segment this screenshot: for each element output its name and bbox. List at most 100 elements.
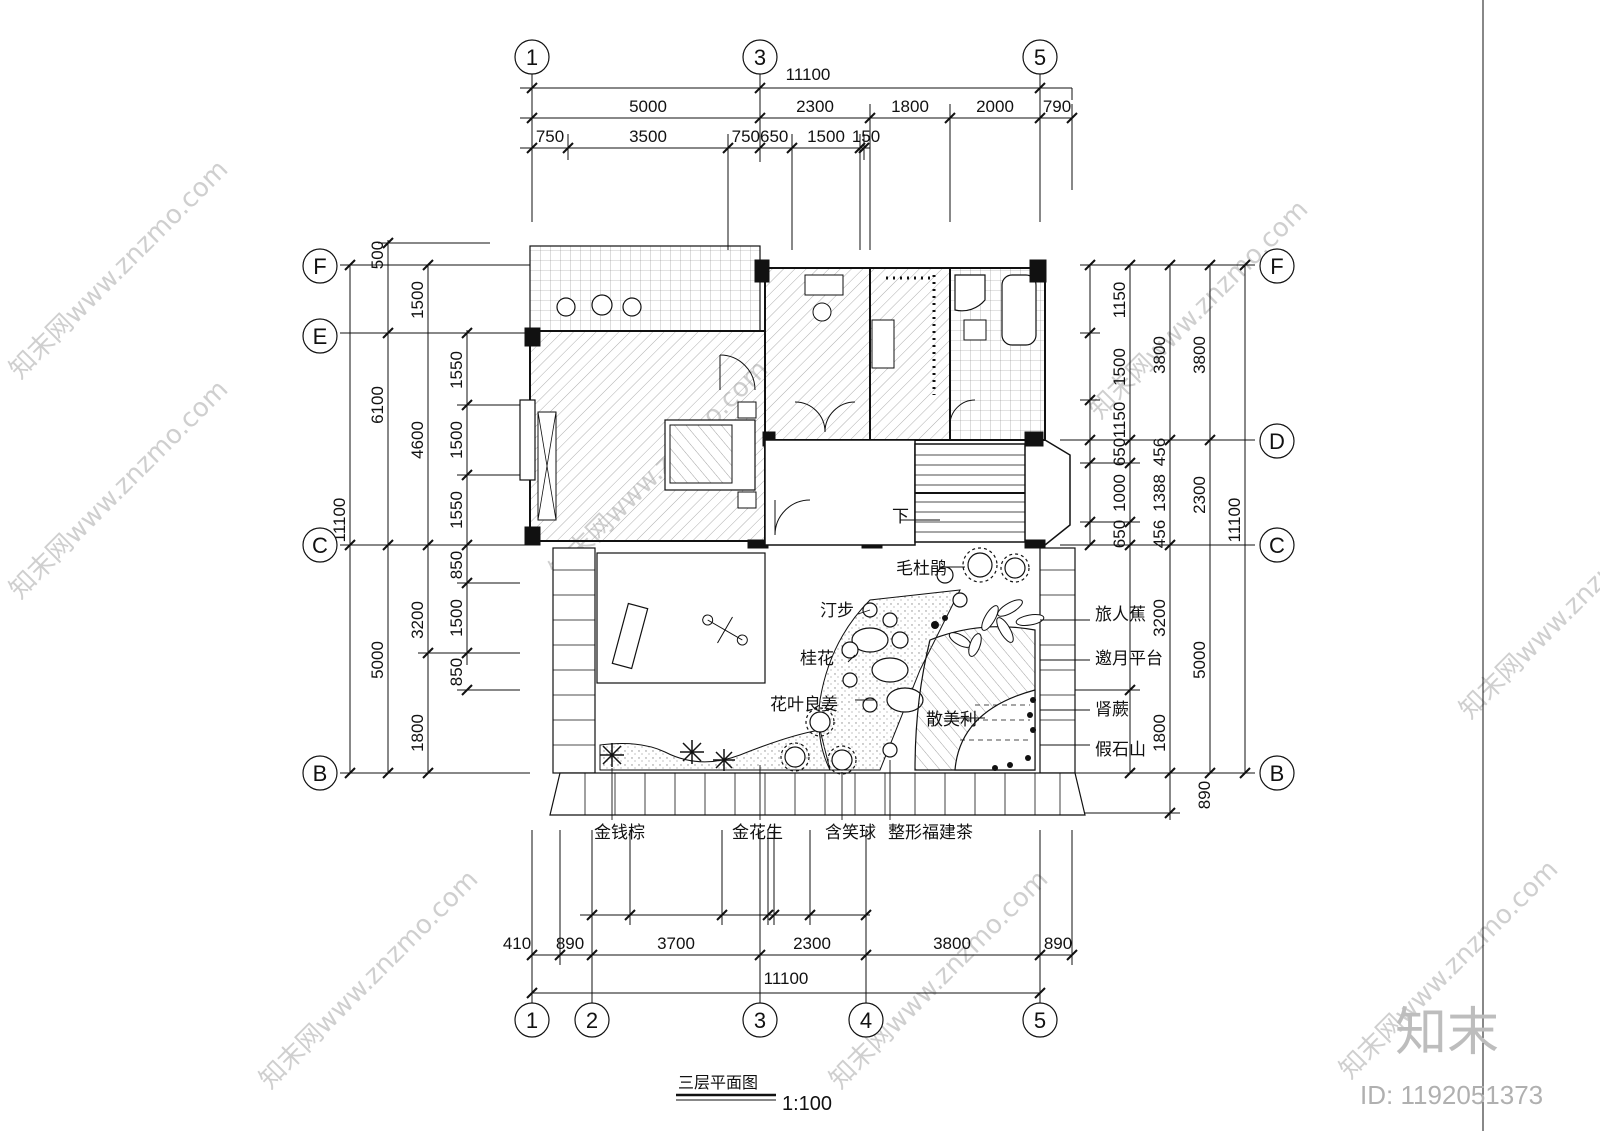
stair-down-label: 下 bbox=[892, 507, 909, 527]
axis-label: 5 bbox=[1034, 45, 1046, 70]
dim: 3800 bbox=[1150, 336, 1169, 374]
building-plan bbox=[519, 245, 1071, 549]
brand-logo: 知末 bbox=[1395, 1003, 1499, 1063]
dim: 850 bbox=[447, 551, 466, 579]
dim: 2300 bbox=[1190, 476, 1209, 514]
dim: 3700 bbox=[657, 934, 695, 953]
travelers-palm bbox=[948, 599, 1045, 657]
dim: 456 bbox=[1150, 438, 1169, 466]
watermark: 知末网www.znzmo.com bbox=[1454, 494, 1600, 725]
dim: 850 bbox=[447, 658, 466, 686]
toilet bbox=[963, 319, 987, 341]
dim: 650 bbox=[1110, 438, 1129, 466]
axis-label: 2 bbox=[586, 1008, 598, 1033]
exercise-bike bbox=[702, 614, 748, 646]
treadmill bbox=[611, 602, 649, 670]
label-maoduojuan: 毛杜鹃 bbox=[896, 559, 947, 579]
watermark: 知末网www.znzmo.com bbox=[824, 864, 1055, 1095]
parapet-right bbox=[1039, 547, 1076, 774]
watermark: 知末网www.znzmo.com bbox=[4, 154, 235, 385]
nightstand bbox=[737, 401, 757, 419]
brand-block: 知末 ID: 1192051373 bbox=[1360, 1003, 1543, 1110]
dim: 890 bbox=[556, 934, 584, 953]
axis-label: 1 bbox=[526, 45, 538, 70]
dim: 890 bbox=[1044, 934, 1072, 953]
label-lvrenjiao: 旅人蕉 bbox=[1095, 605, 1146, 625]
bay-window bbox=[1044, 439, 1071, 546]
dim: 750650 bbox=[732, 127, 789, 146]
top-dim-ticks bbox=[526, 82, 1078, 154]
dim: 3200 bbox=[408, 601, 427, 639]
axis-label: D bbox=[1269, 429, 1285, 454]
top-dimensions bbox=[520, 70, 1073, 250]
left-axis-bubbles: F E C B bbox=[302, 248, 338, 791]
window bbox=[519, 399, 536, 481]
bottom-dim-ticks bbox=[526, 909, 1078, 999]
desk bbox=[804, 274, 844, 296]
bottom-dimensions bbox=[531, 830, 1073, 1003]
stepping-stone bbox=[851, 627, 889, 653]
axis-label: C bbox=[1269, 533, 1285, 558]
dim: 1500 bbox=[807, 127, 845, 146]
shower bbox=[954, 274, 986, 312]
garden-labels: 毛杜鹃 汀步 桂花 花叶良姜 散美利 旅人蕉 邀月平台 肾蕨 假石山 金钱棕 金… bbox=[594, 559, 1163, 843]
axis-label: F bbox=[1270, 254, 1283, 279]
label-shenjue: 肾蕨 bbox=[1095, 700, 1129, 720]
dim: 6100 bbox=[368, 386, 387, 424]
dim: 3800 bbox=[1190, 336, 1209, 374]
dim: 1000 bbox=[1110, 474, 1129, 512]
axis-label: 4 bbox=[860, 1008, 872, 1033]
dim: 410 bbox=[503, 934, 531, 953]
hallway bbox=[764, 439, 916, 546]
dim: 3500 bbox=[629, 127, 667, 146]
fern-dots bbox=[931, 615, 1036, 771]
dim-overall: 11100 bbox=[764, 969, 809, 988]
roof-garden bbox=[549, 547, 1090, 820]
left-dim-ticks bbox=[344, 237, 473, 779]
axis-label: 3 bbox=[754, 1008, 766, 1033]
dim: 1800 bbox=[891, 97, 929, 116]
drawing-title: 三层平面图 bbox=[678, 1073, 758, 1092]
label-jiashishan: 假石山 bbox=[1095, 740, 1146, 760]
dresser bbox=[871, 319, 895, 369]
fan-palms bbox=[600, 740, 735, 771]
dim: 1388 bbox=[1150, 474, 1169, 512]
dim: 1500 bbox=[1110, 348, 1129, 386]
stepping-stone bbox=[871, 657, 909, 683]
top-axis-bubbles: 1 3 5 bbox=[514, 39, 1058, 75]
dim: 2300 bbox=[793, 934, 831, 953]
dim-overall: 11100 bbox=[786, 65, 831, 84]
axis-label: 3 bbox=[754, 45, 766, 70]
top-dim-text: 11100 5000 2300 1800 2000 790 750 3500 7… bbox=[536, 65, 1071, 146]
dim: 1550 bbox=[447, 351, 466, 389]
dim: 456 bbox=[1150, 520, 1169, 548]
label-yaoyuepingtai: 邀月平台 bbox=[1095, 649, 1163, 669]
axis-label: B bbox=[1270, 761, 1285, 786]
dim: 1150 bbox=[1110, 282, 1129, 319]
dim: 1800 bbox=[408, 714, 427, 752]
dim: 2000 bbox=[976, 97, 1014, 116]
dim: 5000 bbox=[1190, 641, 1209, 679]
axis-label: 1 bbox=[526, 1008, 538, 1033]
right-dim-ticks bbox=[1084, 259, 1251, 819]
dim: 1550 bbox=[447, 491, 466, 529]
chair bbox=[556, 297, 576, 317]
dim: 5000 bbox=[368, 641, 387, 679]
label-meili: 散美利 bbox=[926, 710, 977, 730]
label-guihua: 桂花 bbox=[800, 649, 834, 669]
dim: 3800 bbox=[933, 934, 971, 953]
right-axis-bubbles: F D C B bbox=[1259, 248, 1295, 791]
chair bbox=[622, 297, 642, 317]
study-room bbox=[764, 267, 871, 441]
dim: 500 bbox=[368, 241, 387, 269]
parapet-left bbox=[552, 547, 596, 774]
drawing-title-block: 三层平面图 1:100 bbox=[676, 1073, 832, 1115]
round-table bbox=[591, 294, 613, 316]
label-huayeliangjiang: 花叶良姜 bbox=[770, 695, 838, 715]
label-tingbu: 汀步 bbox=[820, 601, 854, 621]
right-dim-text: 11100 3800 2300 5000 890 3800 456 1388 4… bbox=[1110, 282, 1244, 809]
rockery bbox=[954, 689, 1036, 771]
dim: 3200 bbox=[1150, 599, 1169, 637]
dim: 1150 bbox=[1110, 402, 1129, 439]
bathtub bbox=[1001, 274, 1037, 346]
